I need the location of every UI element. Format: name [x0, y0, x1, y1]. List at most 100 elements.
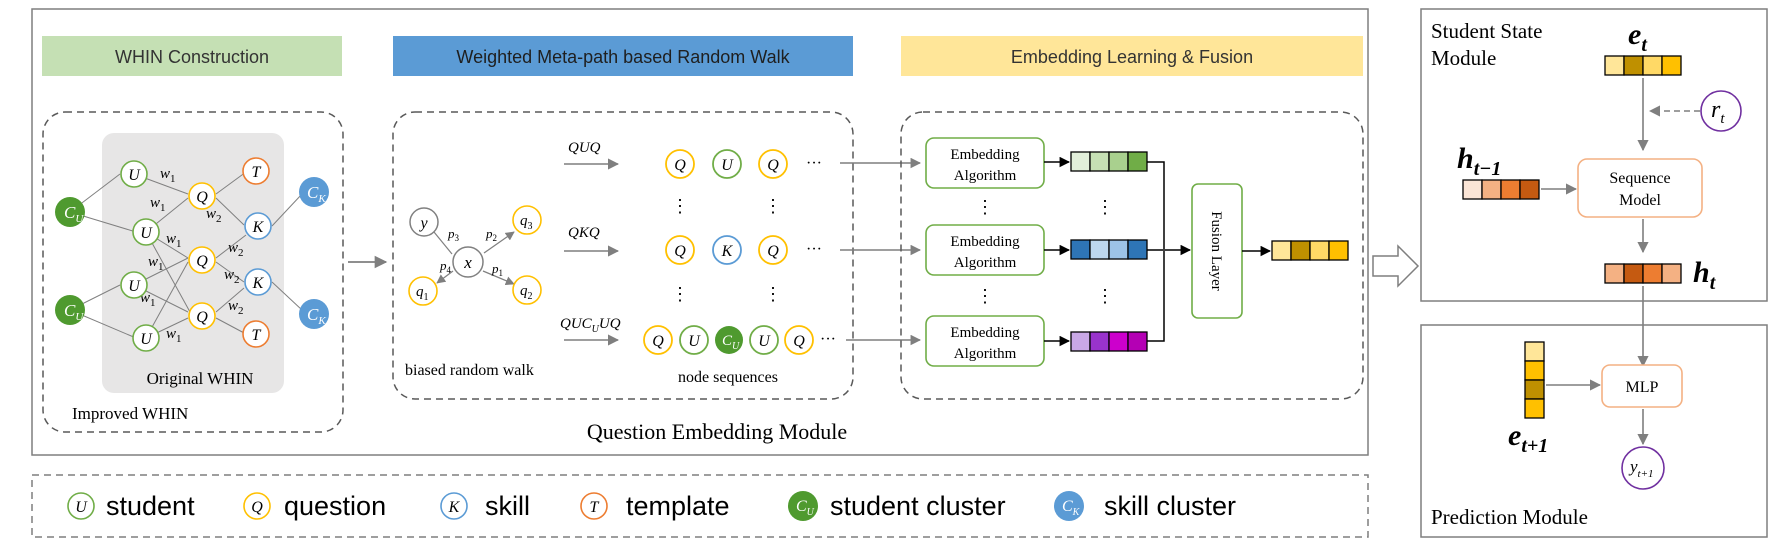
svg-text:question: question: [284, 491, 386, 521]
svg-text:student cluster: student cluster: [830, 491, 1006, 521]
template-node: T: [242, 157, 270, 185]
sequence-vdots: ⋮: [671, 284, 689, 304]
e-t-label: et: [1628, 18, 1648, 56]
student-node: U: [120, 160, 148, 188]
svg-text:CU: CU: [722, 333, 740, 352]
mlp-box: MLP: [1601, 364, 1683, 408]
svg-text:Algorithm: Algorithm: [954, 255, 1017, 271]
cluster-node-skill: CK: [299, 299, 329, 329]
prob-p1: p1: [491, 261, 503, 278]
svg-text:Sequence: Sequence: [1609, 170, 1670, 187]
e-t-vector: [1604, 55, 1682, 76]
svg-text:Algorithm: Algorithm: [954, 168, 1017, 184]
svg-text:q2: q2: [520, 283, 533, 302]
student-node: U: [132, 324, 160, 352]
svg-text:CU: CU: [64, 203, 84, 225]
svg-text:skill cluster: skill cluster: [1104, 491, 1236, 521]
skill-node: K: [244, 268, 272, 296]
weight-label: w1: [150, 195, 166, 214]
r-t-node: [1700, 90, 1742, 132]
sequence-node-q: Q: [758, 149, 788, 179]
svg-text:K: K: [252, 275, 265, 292]
svg-text:Embedding: Embedding: [950, 147, 1020, 163]
svg-text:CU: CU: [64, 301, 84, 323]
metapath-qucuuq: QUCUUQ: [560, 316, 621, 335]
svg-text:CK: CK: [307, 305, 326, 327]
embedding-algorithm-box: Embedding Algorithm: [925, 137, 1045, 189]
legend-skill: K skill: [440, 491, 530, 521]
student-node: U: [132, 218, 160, 246]
header-whin-bg: [42, 36, 342, 76]
svg-text:Algorithm: Algorithm: [954, 346, 1017, 362]
svg-text:Embedding: Embedding: [950, 234, 1020, 250]
svg-text:q1: q1: [416, 284, 429, 303]
h-t-label: ht: [1693, 256, 1717, 294]
student-node: U: [120, 271, 148, 299]
walk-node-x: [452, 246, 484, 278]
svg-text:skill: skill: [485, 491, 530, 521]
svg-text:Model: Model: [1619, 192, 1661, 209]
legend: U student Q question K skill T template …: [67, 491, 1236, 521]
svg-text:Q: Q: [674, 243, 686, 260]
weight-label: w2: [206, 206, 222, 225]
svg-text:Q: Q: [652, 333, 664, 350]
embedding-algorithm-box: Embedding Algorithm: [925, 224, 1045, 276]
sequence-model-box: Sequence Model: [1577, 158, 1703, 218]
weight-label: w1: [140, 290, 156, 309]
svg-text:Q: Q: [793, 333, 805, 350]
sequence-node-q: Q: [665, 235, 695, 265]
sequence-node-k: K: [712, 235, 742, 265]
svg-text:MLP: MLP: [1626, 379, 1659, 396]
legend-question: Q question: [243, 491, 386, 521]
sequence-node-u: U: [749, 325, 779, 355]
embedding-vector-blue: [1070, 239, 1148, 260]
prob-p2: p2: [485, 226, 497, 243]
sequence-vdots: ⋮: [671, 196, 689, 216]
student-state-panel: [1420, 8, 1768, 302]
svg-text:yt+1: yt+1: [1628, 457, 1654, 480]
prediction-title: Prediction Module: [1431, 505, 1588, 529]
weight-label: w1: [148, 254, 164, 273]
walk-node-q2: [512, 275, 542, 305]
svg-text:T: T: [252, 164, 262, 181]
sequence-node-cu: CU: [715, 326, 743, 354]
svg-text:q3: q3: [520, 213, 533, 232]
svg-text:template: template: [626, 491, 730, 521]
walk-node-q1: [408, 276, 438, 306]
whin-nodes: CU CU U U U U Q Q Q T K K T CK CK: [55, 157, 329, 352]
whin-weights: w1 w1 w1 w1 w1 w1 w2 w2 w2 w2: [140, 166, 244, 345]
node-sequences-label: node sequences: [678, 369, 778, 386]
sequence-ellipsis: ···: [820, 331, 836, 348]
svg-text:rt: rt: [1711, 97, 1725, 127]
walk-dashed-box: [392, 111, 854, 400]
prob-p4: p4: [439, 258, 452, 275]
svg-text:U: U: [721, 157, 734, 174]
svg-text:Q: Q: [196, 189, 208, 206]
embedding-vector-green: [1070, 151, 1148, 172]
sequence-vdots: ⋮: [764, 284, 782, 304]
node-sequences: Q U Q ··· ⋮ ⋮ Q K Q ··· ⋮ ⋮ Q U CU U Q ·…: [643, 149, 836, 355]
svg-text:K: K: [448, 499, 461, 516]
h-prev-vector: [1462, 179, 1540, 200]
svg-text:T: T: [590, 499, 600, 516]
question-node: Q: [188, 246, 216, 274]
svg-text:U: U: [128, 167, 141, 184]
svg-text:x: x: [463, 253, 472, 272]
legend-box: [31, 474, 1369, 538]
svg-text:CK: CK: [1062, 498, 1081, 518]
header-walk-bg: [393, 36, 853, 76]
header-walk: Weighted Meta-path based Random Walk: [456, 47, 790, 67]
sequence-node-q: Q: [758, 235, 788, 265]
whin-edges: [69, 171, 303, 339]
legend-student: U student: [67, 491, 195, 521]
fusion-connectors: [1147, 161, 1192, 342]
cluster-node-student: CU: [55, 295, 85, 325]
header-whin: WHIN Construction: [115, 47, 269, 67]
question-node: Q: [188, 302, 216, 330]
walk-node-q3: [512, 205, 542, 235]
svg-text:U: U: [688, 333, 701, 350]
legend-skill-cluster: CK skill cluster: [1054, 491, 1236, 521]
sequence-vdots: ⋮: [764, 196, 782, 216]
